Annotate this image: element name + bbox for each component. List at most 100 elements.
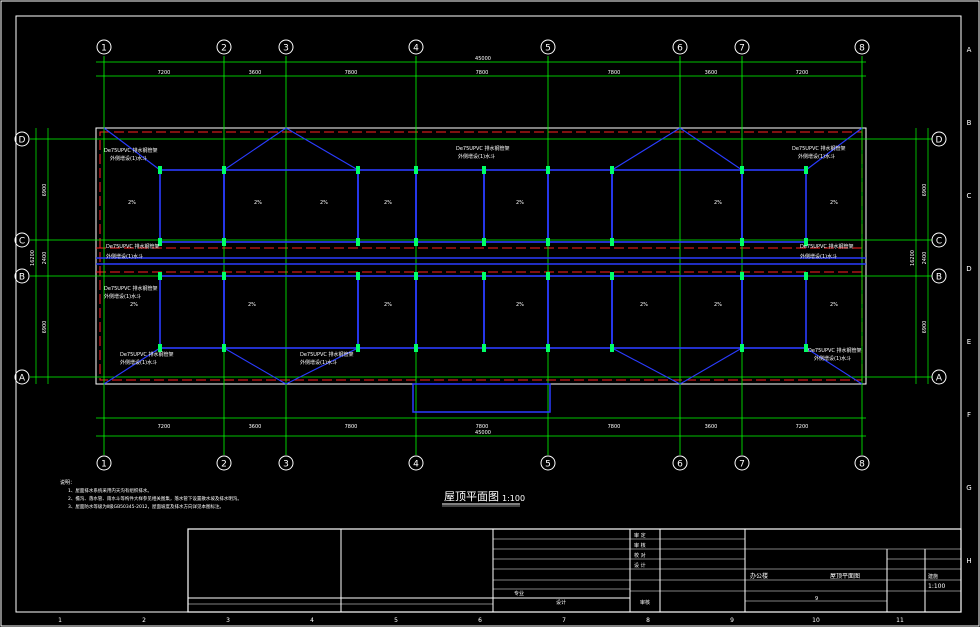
dim-total-bottom-text: 45000 xyxy=(475,430,491,436)
frame-numbers-bottom: 123456789101112 xyxy=(58,617,904,624)
axis-bubble-8 xyxy=(854,455,870,471)
dim-bay-top-0: 7200 xyxy=(158,70,171,76)
downpipe-2-2 xyxy=(356,272,360,280)
gutter-upper-6 xyxy=(611,169,743,243)
hip-line-7 xyxy=(223,347,287,385)
downpipe-6-1 xyxy=(610,238,614,246)
axis-bubble-D xyxy=(14,131,30,147)
title-block xyxy=(187,528,962,613)
slope-label-6: 2% xyxy=(830,200,838,206)
slope-labels: 2%2%2%2%2%2%2%2%2%2%2%2%2%2% xyxy=(128,200,838,308)
slope-label-8: 2% xyxy=(714,302,722,308)
tb-check: 审核 xyxy=(640,599,650,606)
tb-sheet-no: 建施 xyxy=(928,573,938,580)
roof-plan xyxy=(95,127,867,385)
axis-bubble-6 xyxy=(672,455,688,471)
dim-bay-bottom-2: 7800 xyxy=(345,424,358,430)
downpipe-2-3 xyxy=(356,344,360,352)
dim-side-total-0: 16200 xyxy=(30,250,36,266)
frame-number-5: 5 xyxy=(394,617,398,624)
dim-bay-top-2: 7800 xyxy=(345,70,358,76)
dim-bay-top-1: 3600 xyxy=(249,70,262,76)
gutter-lines xyxy=(96,127,866,385)
hip-line-0 xyxy=(103,127,161,171)
axis-bubble-3 xyxy=(278,455,294,471)
drain-label-10: 外侧增设(1)水斗 xyxy=(800,253,837,260)
parapet-line xyxy=(99,131,863,381)
axis-bubble-7 xyxy=(734,39,750,55)
drain-label-15: De75UPVC 排水钢管架 xyxy=(300,351,353,358)
downpipe-7-1 xyxy=(740,238,744,246)
downpipe-1-0 xyxy=(222,166,226,174)
gutter-upper-0 xyxy=(159,169,225,243)
drain-label-6: 外侧增设(1)水斗 xyxy=(798,153,835,160)
axis-bubble-3 xyxy=(278,39,294,55)
gutter-lower-7 xyxy=(741,275,807,349)
downpipe-5-0 xyxy=(546,166,550,174)
axis-bubble-2 xyxy=(216,39,232,55)
downpipe-4-0 xyxy=(482,166,486,174)
axis-bubble-8 xyxy=(854,39,870,55)
drain-label-7: De75UPVC 排水钢管架 xyxy=(106,243,159,250)
drain-label-1: De75UPVC 排水钢管架 xyxy=(104,147,157,154)
downpipe-6-3 xyxy=(610,344,614,352)
dim-side-text-2-1: 6900 xyxy=(922,321,928,334)
frame-number-9: 9 xyxy=(730,617,734,624)
frame-letter-C: C xyxy=(967,192,972,200)
notes-heading: 说明： xyxy=(60,479,75,486)
entrance-canopy xyxy=(412,383,551,413)
drain-label-5: De75UPVC 排水钢管架 xyxy=(792,145,845,152)
downpipe-7-2 xyxy=(740,272,744,280)
axis-bubble-4 xyxy=(408,39,424,55)
axis-bubble-6 xyxy=(672,39,688,55)
downpipe-8-2 xyxy=(804,272,808,280)
drain-label-3: De75UPVC 排水钢管架 xyxy=(456,145,509,152)
axis-bubble-B xyxy=(14,268,30,284)
axis-bubble-D xyxy=(931,131,947,147)
notes-line-2: 2、檐沟、落水管、雨水斗等构件大样参见相关图集，落水管下设置散水坡及排水明沟。 xyxy=(68,495,242,502)
axis-label-5: 5 xyxy=(545,44,551,54)
axis-label-6: 6 xyxy=(677,44,683,54)
dim-bay-top-4: 7800 xyxy=(608,70,621,76)
downpipe-1-1 xyxy=(222,238,226,246)
axis-label-8: 8 xyxy=(859,44,865,54)
gutter-lower-4 xyxy=(483,275,549,349)
axis-bubble-4 xyxy=(408,455,424,471)
downpipe-4-2 xyxy=(482,272,486,280)
downpipe-3-1 xyxy=(414,238,418,246)
tb-row-1: 审 定 xyxy=(634,532,646,539)
notes-line-1: 1、屋面排水系统采用内天沟有组织排水。 xyxy=(68,487,152,494)
notes-line-3: 3、屋面防水等级为Ⅱ级GB50345-2012，屋面坡度及排水方向详见本图标注。 xyxy=(68,503,224,510)
downpipe-3-0 xyxy=(414,166,418,174)
gutter-upper-1 xyxy=(223,169,359,243)
dim-side-text-2-0: 6900 xyxy=(42,321,48,334)
slope-label-12: 2% xyxy=(516,200,524,206)
frame-letter-H: H xyxy=(966,557,971,565)
gutter-upper-5 xyxy=(547,169,613,243)
axis-label-D: D xyxy=(936,136,943,146)
frame-letter-B: B xyxy=(967,119,972,127)
roof-outline xyxy=(95,127,867,385)
frame-letter-G: G xyxy=(966,484,971,492)
drain-label-17: De75UPVC 排水钢管架 xyxy=(808,347,861,354)
frame-number-11: 11 xyxy=(896,617,904,624)
downpipe-0-2 xyxy=(158,272,162,280)
downpipe-5-1 xyxy=(546,238,550,246)
dim-side-text-1-0: 2400 xyxy=(42,252,48,265)
dim-bay-top-6: 7200 xyxy=(796,70,809,76)
slope-label-3: 2% xyxy=(248,302,256,308)
downpipe-2-0 xyxy=(356,166,360,174)
downpipe-8-0 xyxy=(804,166,808,174)
downpipe-0-1 xyxy=(158,238,162,246)
drawing-scale: 1:100 xyxy=(502,494,525,503)
hip-line-9 xyxy=(611,347,681,385)
axis-label-1: 1 xyxy=(101,44,107,54)
dimension-lines: 4500045000720072003600360078007800780078… xyxy=(30,56,929,437)
downpipe-4-3 xyxy=(482,344,486,352)
gutter-lower-6 xyxy=(611,275,743,349)
axis-label-1: 1 xyxy=(101,460,107,470)
hip-line-8 xyxy=(285,347,359,385)
drain-label-9: De75UPVC 排水钢管架 xyxy=(800,243,853,250)
axis-label-2: 2 xyxy=(221,44,227,54)
